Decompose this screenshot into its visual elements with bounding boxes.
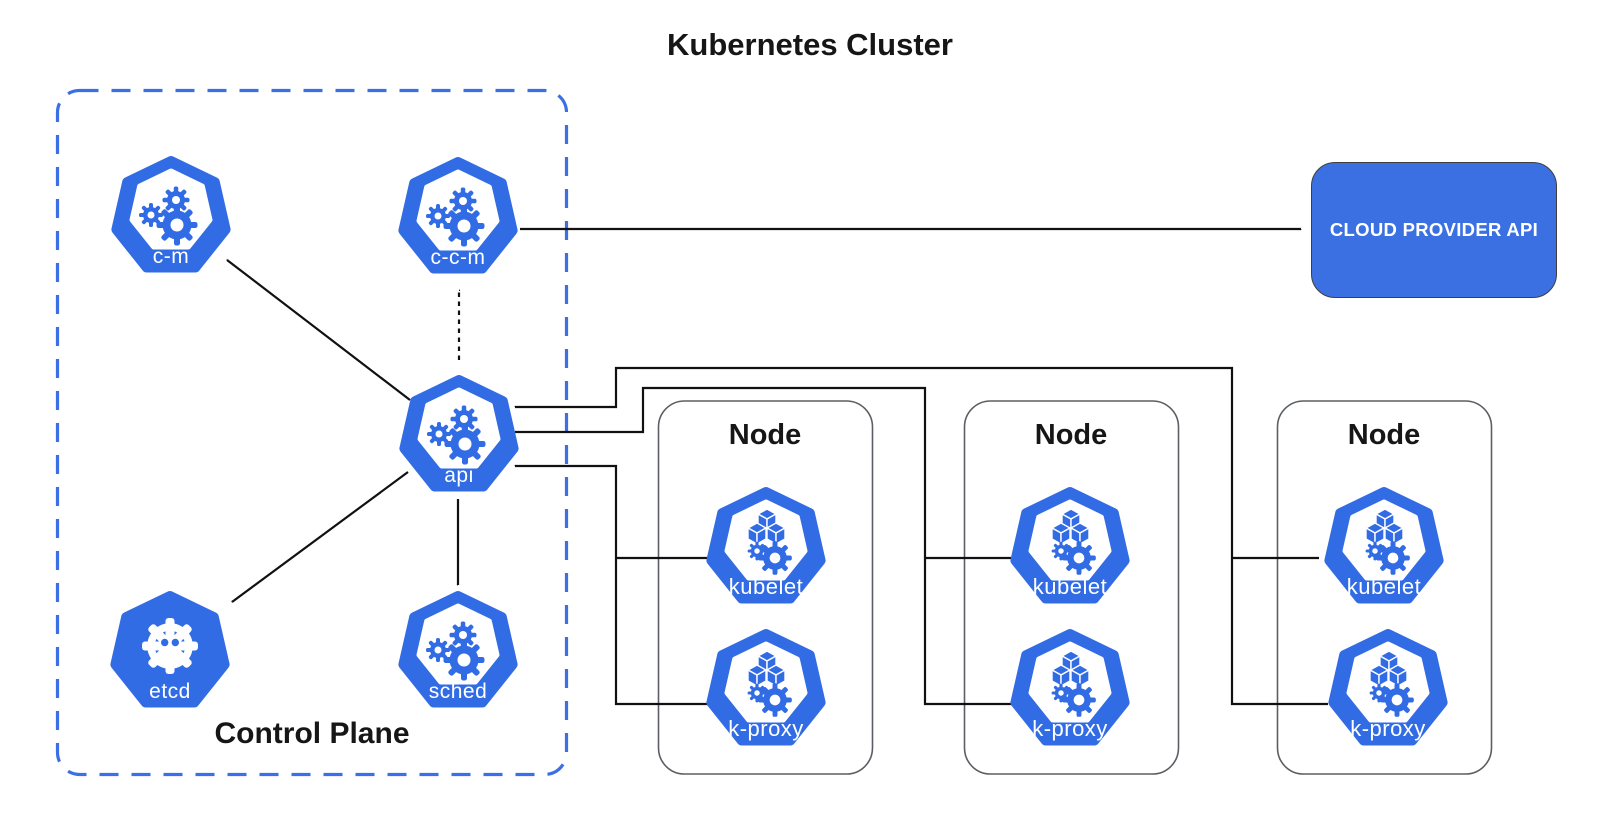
c-m-label: c-m xyxy=(153,245,190,268)
api-icon: api xyxy=(393,370,525,502)
sched-icon: sched xyxy=(392,586,524,718)
node1-title: Node xyxy=(728,419,802,451)
sched-label: sched xyxy=(429,680,488,703)
node2-title: Node xyxy=(1034,419,1108,451)
node2-k-proxy-label: k-proxy xyxy=(1032,716,1108,741)
etcd-label: etcd xyxy=(149,680,191,703)
node3-kubelet-label: kubelet xyxy=(1347,574,1421,599)
node2-kubelet-label: kubelet xyxy=(1033,574,1107,599)
etcd-icon: etcd xyxy=(104,586,236,718)
node1-k-proxy-label: k-proxy xyxy=(728,716,804,741)
node1-kubelet-label: kubelet xyxy=(729,574,803,599)
node1-kubelet-icon: kubelet xyxy=(700,482,832,614)
control-plane-box xyxy=(55,88,569,777)
cloud-provider-api-box: CLOUD PROVIDER API xyxy=(1311,162,1557,298)
node2-kubelet-icon: kubelet xyxy=(1004,482,1136,614)
node1-to-api-line xyxy=(515,466,713,706)
node3-k-proxy-icon: k-proxy xyxy=(1322,624,1454,756)
node3-kubelet-icon: kubelet xyxy=(1318,482,1450,614)
node3-to-api-line xyxy=(515,366,1328,706)
node1-k-proxy-icon: k-proxy xyxy=(700,624,832,756)
node3-k-proxy-label: k-proxy xyxy=(1350,716,1426,741)
cloud-provider-api-label: CLOUD PROVIDER API xyxy=(1329,219,1539,240)
c-c-m-label: c-c-m xyxy=(431,246,486,269)
api-to-etcd-arrow xyxy=(232,471,409,603)
c-m-icon: c-m xyxy=(105,151,237,283)
node2-box xyxy=(963,400,1180,775)
node2-to-api-line xyxy=(515,386,1014,706)
node1-box xyxy=(657,400,874,775)
api-label: api xyxy=(444,464,474,487)
node2-k-proxy-icon: k-proxy xyxy=(1004,624,1136,756)
node3-title: Node xyxy=(1347,419,1421,451)
control-plane-label: Control Plane xyxy=(214,717,410,750)
c-c-m-icon: c-c-m xyxy=(392,152,524,284)
api-to-cm-arrow xyxy=(227,259,411,401)
diagram-title: Kubernetes Cluster xyxy=(667,27,953,62)
node3-box xyxy=(1276,400,1493,775)
